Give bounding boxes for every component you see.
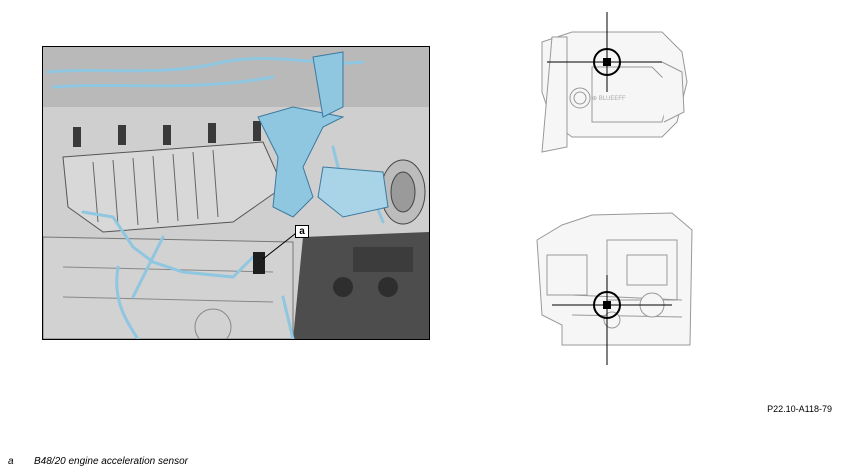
legend-item: a B48/20 engine acceleration sensor (8, 456, 188, 467)
engine-illustration (42, 46, 430, 340)
legend-key: a (8, 456, 14, 467)
figure-reference-code: P22.10-A118-79 (767, 404, 832, 414)
svg-text:⊕ BLUEEFF: ⊕ BLUEEFF (592, 96, 626, 102)
callout-label-a: a (295, 225, 309, 238)
locator-side-view (532, 205, 697, 370)
locator-top-view: ⊕ BLUEEFF (532, 12, 697, 172)
legend-text: B48/20 engine acceleration sensor (34, 456, 188, 467)
